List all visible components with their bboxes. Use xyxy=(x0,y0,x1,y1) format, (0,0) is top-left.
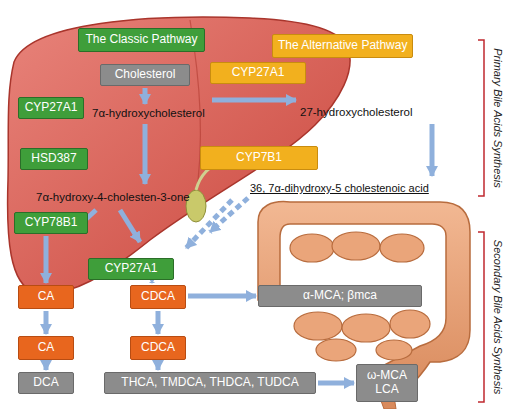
bile-acid-box: CDCA xyxy=(130,336,186,360)
pathway-arrows xyxy=(72,88,432,248)
node-text: CYP27A1 xyxy=(232,66,285,80)
bracket xyxy=(478,40,484,402)
node-text: CYP78B1 xyxy=(25,216,78,230)
node-text: CYP27A1 xyxy=(25,101,78,115)
pathway-label: 7α-hydroxycholesterol xyxy=(92,107,205,119)
flow-arrow xyxy=(44,362,49,370)
node-text: CYP7B1 xyxy=(236,151,282,165)
bracket-label: Primary Bile Acids Synthesis xyxy=(492,48,504,188)
node-text: CA xyxy=(38,290,55,304)
node-text: CDCA xyxy=(141,341,175,355)
flow-arrow xyxy=(44,236,49,283)
bracket-label: Secondary Bile Acids Synthesis xyxy=(492,240,504,394)
node-text: ω-MCA LCA xyxy=(362,369,412,397)
section-header: The Classic Pathway xyxy=(78,28,205,52)
pathway-label: 27-hydroxycholesterol xyxy=(300,106,413,118)
enzyme-box: CYP27A1 xyxy=(210,62,306,84)
pathway-label: 7α-hydroxy-4-cholesten-3-one xyxy=(36,191,190,203)
pathway-label: 36, 7α-dihydroxy-5 cholestenoic acid xyxy=(250,182,429,194)
node-text: THCA, TMDCA, THDCA, TUDCA xyxy=(121,376,298,390)
node-text: The Classic Pathway xyxy=(85,33,197,47)
bile-acid-box: ω-MCA LCA xyxy=(356,364,418,402)
section-header: The Alternative Pathway xyxy=(272,34,413,58)
node-text: DCA xyxy=(33,376,58,390)
flow-arrow xyxy=(150,282,155,283)
flow-arrow xyxy=(156,362,161,370)
liver xyxy=(8,17,351,293)
node-text: CYP27A1 xyxy=(105,262,158,276)
node-text: HSD387 xyxy=(31,152,76,166)
flow-arrow xyxy=(156,311,161,334)
flow-arrow xyxy=(44,311,49,334)
node-text: α-MCA; βmca xyxy=(303,289,377,303)
compound-box: Cholesterol xyxy=(100,64,190,86)
enzyme-box: CYP27A1 xyxy=(18,97,84,119)
enzyme-box: CYP7B1 xyxy=(200,146,318,170)
bile-acid-box: α-MCA; βmca xyxy=(258,285,422,307)
node-text: Cholesterol xyxy=(115,68,176,82)
enzyme-box: HSD387 xyxy=(20,148,88,170)
bile-acid-box: CA xyxy=(18,336,74,360)
node-text: CA xyxy=(38,341,55,355)
node-text: CDCA xyxy=(141,290,175,304)
bile-acid-box: CA xyxy=(18,285,74,309)
bile-acid-box: DCA xyxy=(18,372,74,394)
enzyme-box: CYP78B1 xyxy=(14,212,88,234)
bile-acid-box: THCA, TMDCA, THDCA, TUDCA xyxy=(104,372,316,394)
flow-arrow xyxy=(188,294,256,299)
flow-arrow xyxy=(318,381,354,386)
bile-acid-box: CDCA xyxy=(130,285,186,309)
enzyme-box: CYP27A1 xyxy=(88,258,174,280)
node-text: The Alternative Pathway xyxy=(278,39,407,53)
